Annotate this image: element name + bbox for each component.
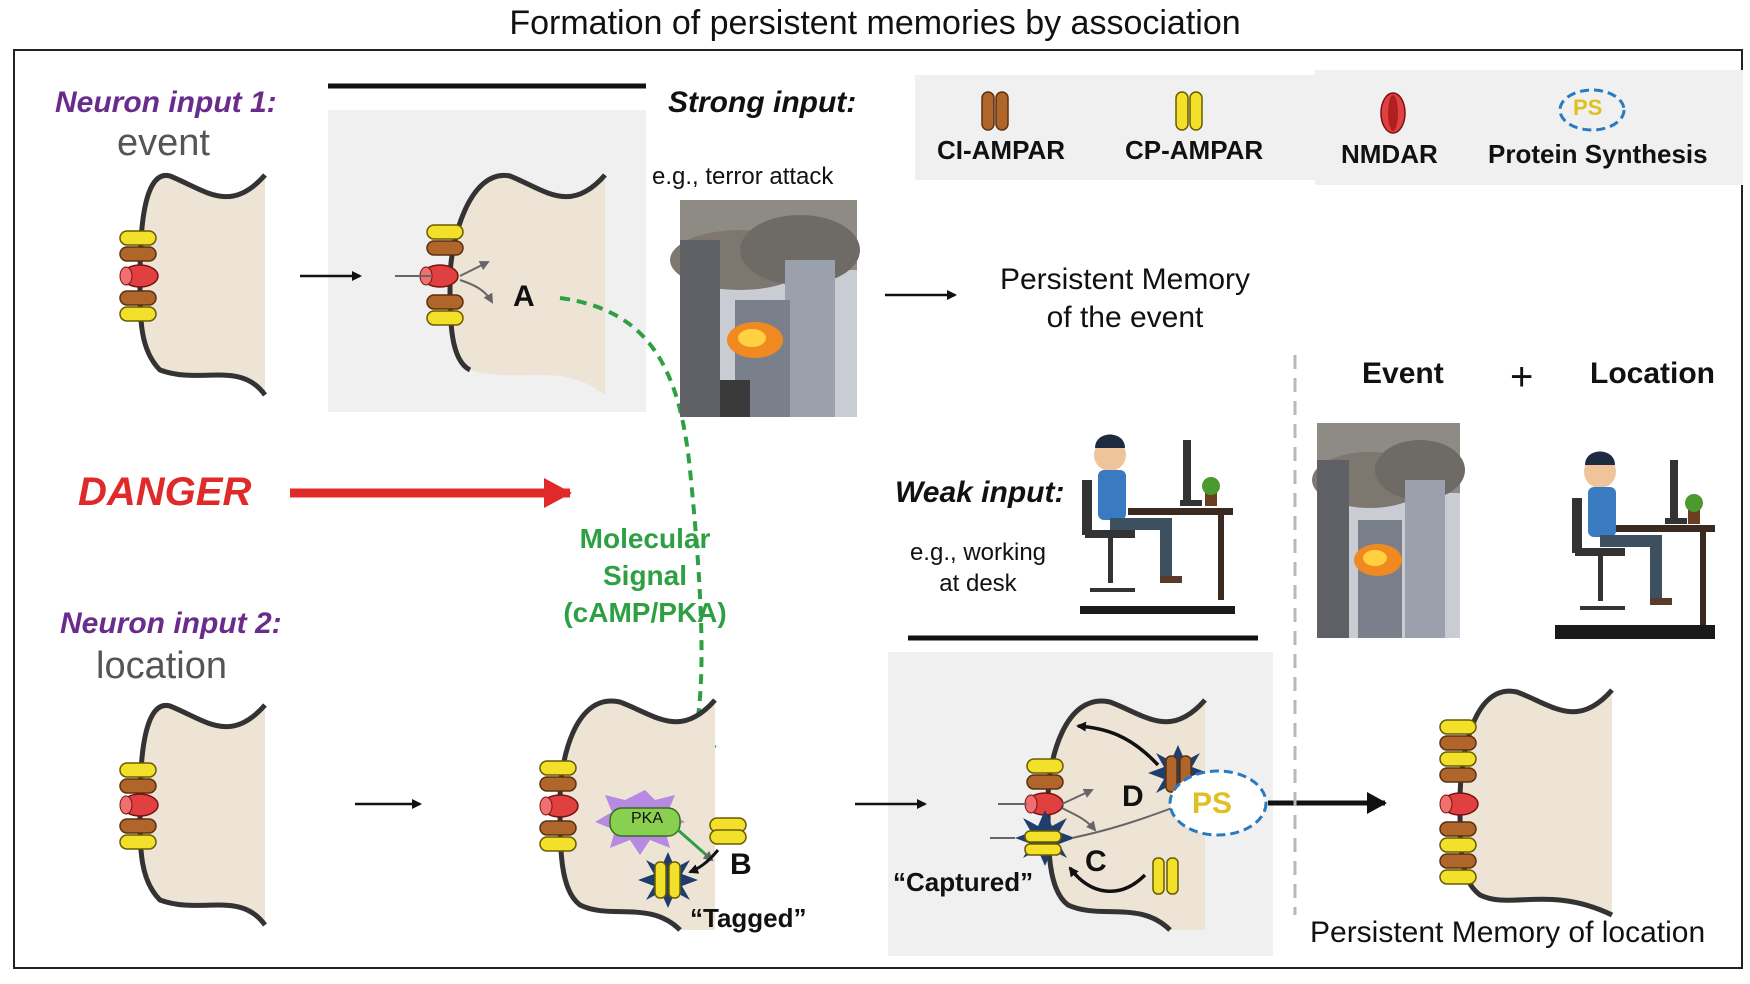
neuron-tagged-spine: [539, 698, 747, 932]
input-1-subtitle: event: [117, 122, 210, 164]
weak-input-example: e.g., working at desk: [888, 537, 1068, 599]
persistent-memory-event-line1: Persistent Memory: [999, 263, 1251, 296]
persistent-memory-event: Persistent Memory of the event: [960, 261, 1290, 337]
molecular-signal-line2: Signal: [602, 560, 687, 591]
neuron-input-2-label: Neuron input 2:: [60, 607, 282, 640]
weak-input-example-line1: e.g., working: [909, 539, 1047, 566]
ps-legend-icon: [1558, 88, 1626, 132]
nmdar-legend-icon: [1380, 92, 1406, 134]
location-illustration: [1555, 451, 1715, 639]
strong-input-example: e.g., terror attack: [652, 163, 834, 190]
neuron-input-1-spine: [119, 173, 268, 397]
ci-ampar-legend-icon: [981, 91, 1009, 131]
neuron-persistent-location-spine: [1439, 688, 1614, 918]
input-2-subtitle: location: [96, 645, 227, 687]
danger-label: DANGER: [78, 470, 252, 514]
event-label: Event: [1362, 357, 1444, 390]
diagram-frame: [13, 49, 1743, 969]
persistent-memory-location: Persistent Memory of location: [1310, 916, 1706, 949]
molecular-signal-label: Molecular Signal (cAMP/PKA): [530, 520, 760, 631]
neuron-captured-spine: [990, 698, 1268, 932]
step-d-label: D: [1122, 780, 1144, 813]
legend-panel-ampar: [915, 75, 1315, 180]
legend-ci-ampar: CI-AMPAR: [937, 135, 1066, 165]
step-c-label: C: [1085, 845, 1107, 878]
legend-protein-synthesis: Protein Synthesis: [1488, 139, 1708, 169]
terror-attack-photo: [670, 200, 860, 417]
strong-input-label: Strong input:: [668, 86, 857, 119]
neuron-input-2-spine: [119, 703, 268, 927]
legend-cp-ampar: CP-AMPAR: [1125, 135, 1264, 165]
molecular-signal-line3: (cAMP/PKA): [563, 597, 727, 628]
pka-label: PKA: [631, 810, 664, 827]
legend-nmdar: NMDAR: [1341, 139, 1438, 169]
molecular-signal-line1: Molecular: [579, 523, 711, 554]
ps-label: PS: [1192, 787, 1233, 820]
step-b-label: B: [730, 848, 752, 881]
persistent-memory-event-line2: of the event: [1046, 301, 1204, 334]
plus-sign: +: [1510, 355, 1534, 399]
cp-ampar-legend-icon: [1175, 91, 1203, 131]
captured-label: “Captured”: [893, 867, 1034, 897]
neuron-input-1-label: Neuron input 1:: [55, 86, 277, 119]
weak-input-example-line2: at desk: [939, 570, 1017, 597]
location-label: Location: [1590, 357, 1715, 390]
legend-ps-text: PS: [1573, 95, 1603, 120]
step-a-label: A: [513, 280, 535, 313]
event-photo: [1312, 423, 1465, 638]
diagram-title: Formation of persistent memories by asso…: [509, 4, 1241, 42]
tagged-label: “Tagged”: [690, 903, 807, 933]
weak-input-label: Weak input:: [895, 476, 1065, 509]
neuron-strong-input-spine: [395, 173, 607, 395]
desk-worker-illustration: [1080, 434, 1235, 618]
